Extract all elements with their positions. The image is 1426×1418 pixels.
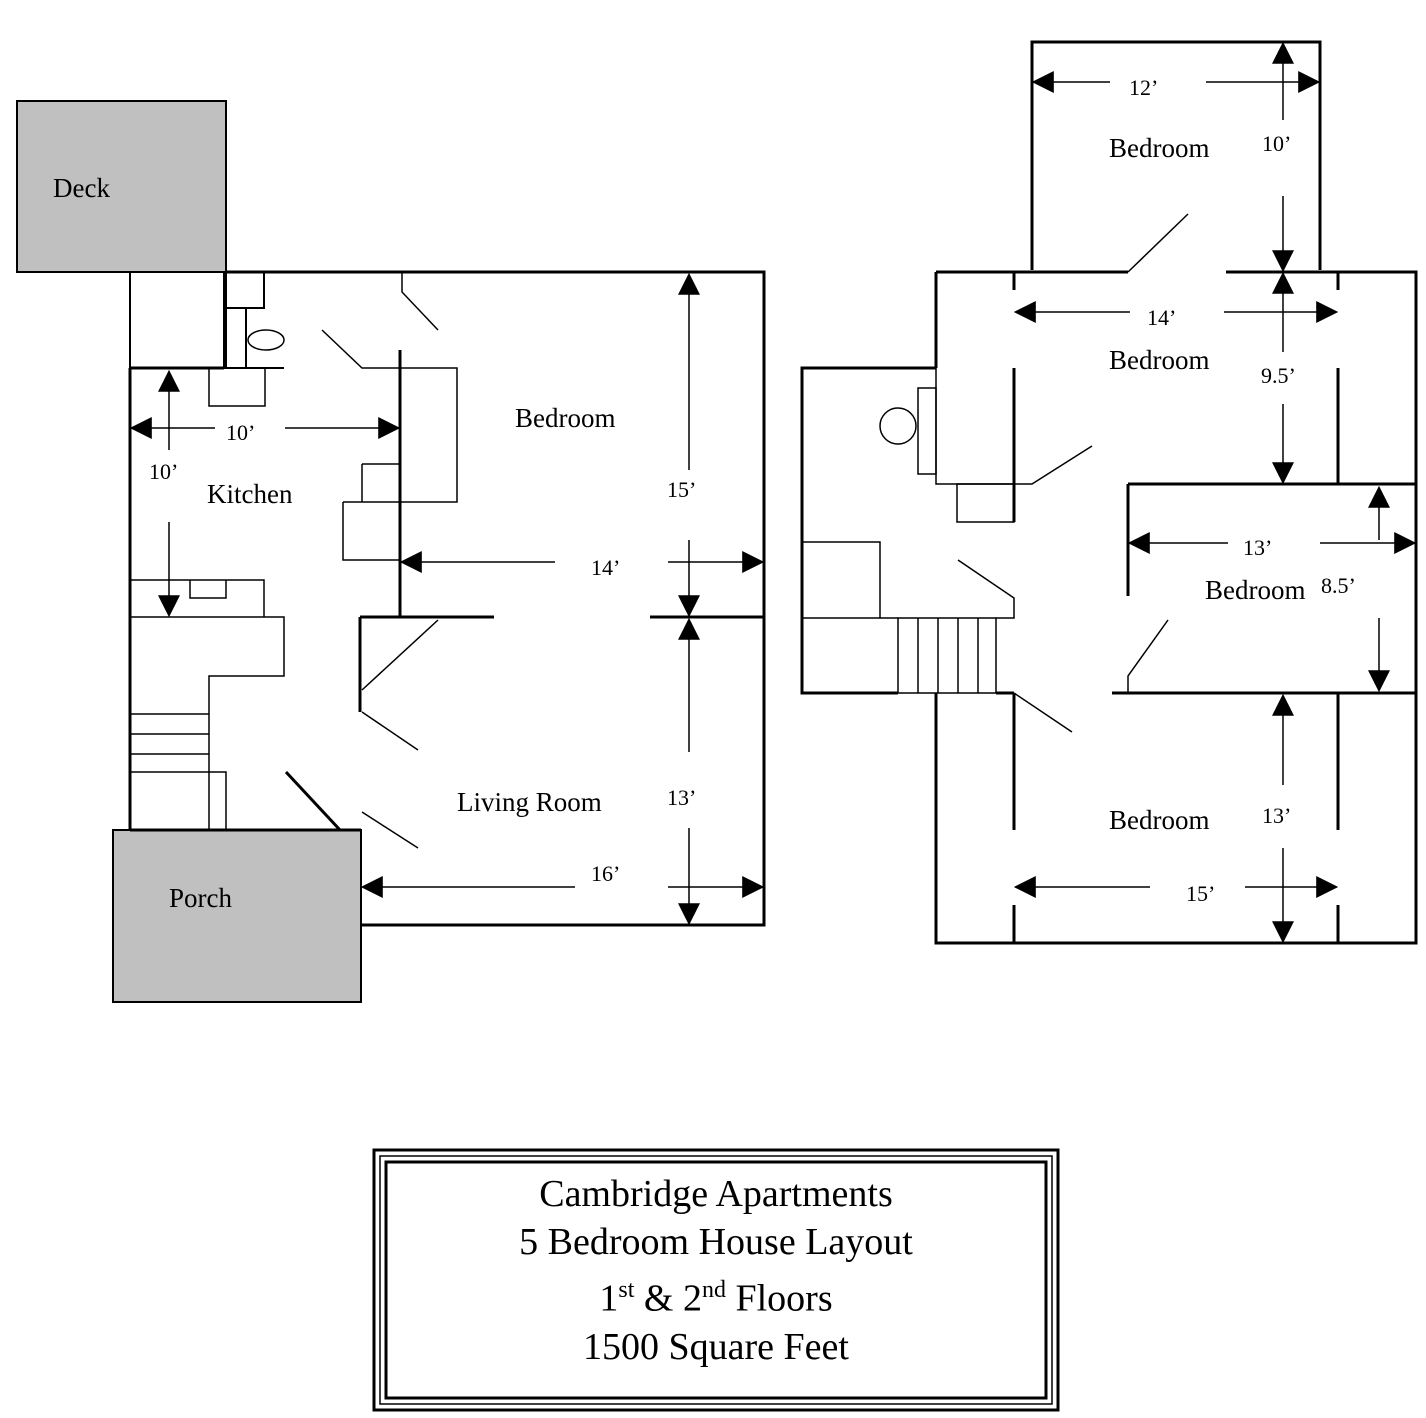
dim-living-width: 16’: [591, 861, 620, 886]
dim-kitchen-depth: 10’: [149, 459, 178, 484]
bedroom-label-middle: Bedroom: [1109, 345, 1210, 375]
dim-bottom-width: 15’: [1186, 881, 1215, 906]
dim-mid-width: 14’: [1147, 305, 1176, 330]
title-line-4: 1500 Square Feet: [583, 1325, 849, 1368]
dim-bottom-depth: 13’: [1262, 803, 1291, 828]
bedroom-label-first-floor: Bedroom: [515, 403, 616, 433]
title-line-1: Cambridge Apartments: [539, 1173, 893, 1215]
dim-top-depth: 10’: [1262, 131, 1291, 156]
dim-bedroom-width: 14’: [591, 555, 620, 580]
sink: [879, 407, 917, 445]
dim-bedroom-depth: 15’: [667, 477, 696, 502]
second-floor: [800, 40, 1418, 945]
porch-label: Porch: [169, 883, 232, 913]
title-line-3: 1st & 2nd Floors: [599, 1277, 833, 1320]
toilet: [247, 329, 285, 351]
kitchen-label: Kitchen: [207, 479, 293, 509]
dim-top-width: 12’: [1129, 75, 1158, 100]
bedroom-label-top: Bedroom: [1109, 133, 1210, 163]
deck: [16, 100, 227, 273]
dim-living-depth: 13’: [667, 785, 696, 810]
title-block: Cambridge Apartments 5 Bedroom House Lay…: [372, 1148, 1060, 1412]
title-text: Cambridge Apartments 5 Bedroom House Lay…: [372, 1170, 1060, 1371]
title-line-2: 5 Bedroom House Layout: [519, 1221, 913, 1263]
dim-right-width: 13’: [1243, 535, 1272, 560]
outer-walls: [128, 270, 766, 927]
first-floor: [16, 100, 766, 1003]
bedroom-label-bottom: Bedroom: [1109, 805, 1210, 835]
dim-kitchen-width: 10’: [226, 420, 255, 445]
dim-mid-depth: 9.5’: [1261, 363, 1296, 388]
deck-label: Deck: [53, 173, 110, 203]
bedroom-label-right: Bedroom: [1205, 575, 1306, 605]
dim-right-depth: 8.5’: [1321, 573, 1356, 598]
second-floor-dimensions: [1013, 41, 1417, 944]
first-floor-dimensions: [129, 272, 765, 926]
living-room-label: Living Room: [457, 787, 602, 817]
title-block-frame: [372, 1148, 1060, 1412]
porch: [112, 829, 362, 1003]
